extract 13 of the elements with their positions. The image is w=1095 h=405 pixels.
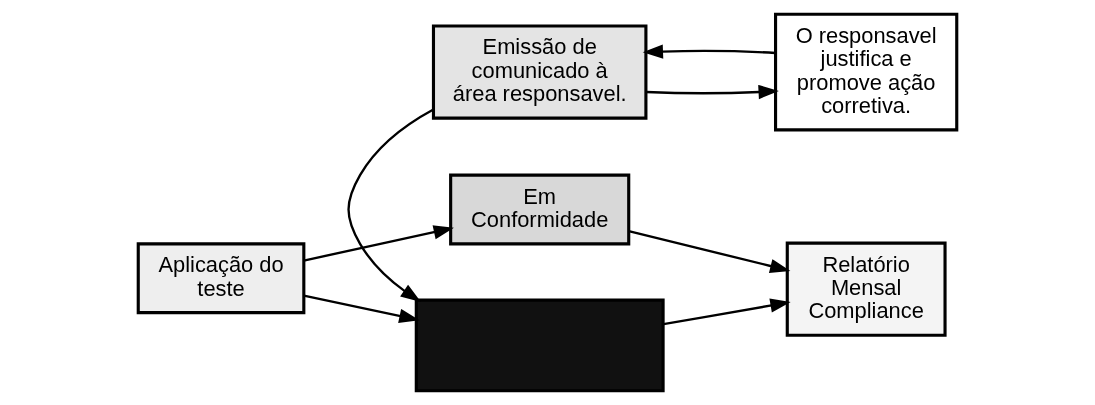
arrow [646, 84, 779, 100]
node-box [414, 298, 665, 393]
node-box: Relatório Mensal Compliance [785, 241, 947, 337]
node-box: Aplicação do teste [136, 242, 306, 315]
arrow [663, 298, 791, 326]
node-box: O responsavel justifica e promove ação corretiva. [774, 12, 959, 132]
arrow [628, 229, 791, 273]
node-box: Em Conformidade [449, 173, 631, 246]
arrow [347, 108, 434, 302]
node-box: Emissão de comunicado à área responsavel. [431, 24, 648, 120]
arrow [303, 294, 420, 323]
arrow [303, 225, 454, 262]
arrow [642, 44, 776, 59]
